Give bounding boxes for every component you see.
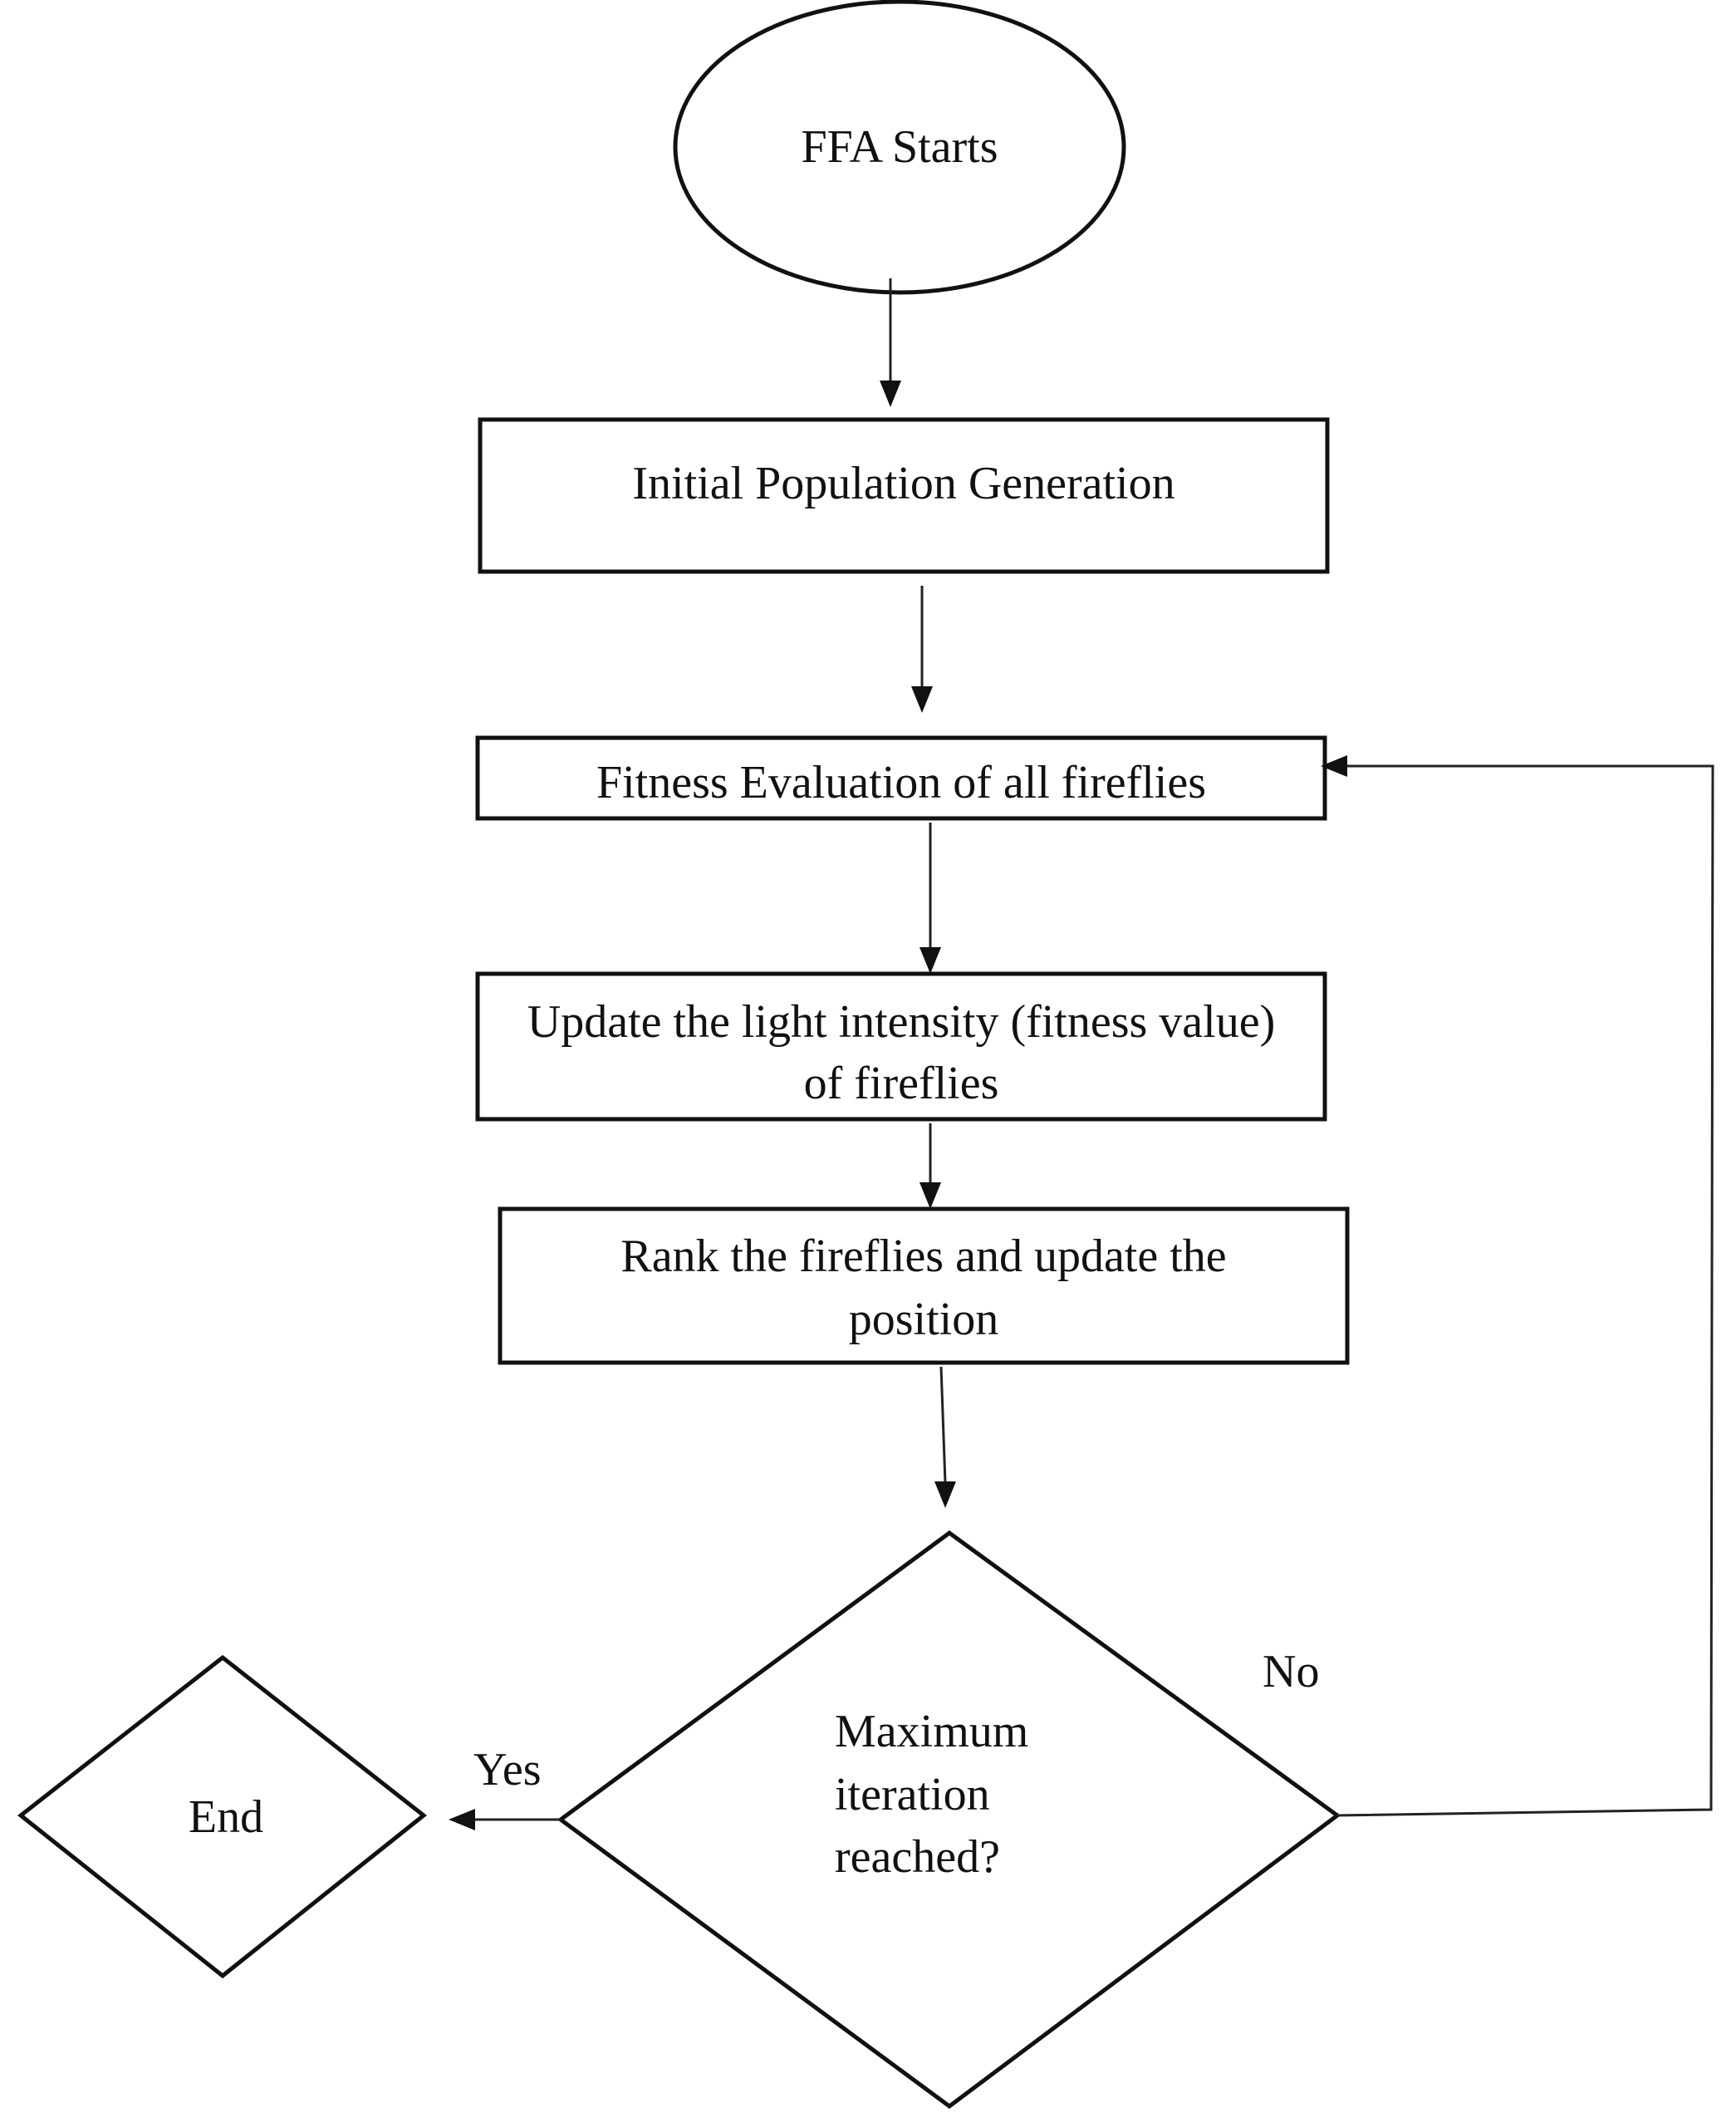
arrowhead-yes — [449, 1809, 475, 1830]
end-diamond — [17, 1654, 428, 1979]
no-label: No — [1263, 1646, 1319, 1697]
start-node — [673, 0, 1126, 295]
arrowhead-fitness-to-update — [919, 947, 941, 974]
rank-fireflies-label-line1: Rank the fireflies and update the — [620, 1231, 1226, 1282]
fitness-evaluation-box — [475, 735, 1327, 821]
update-light-label-line2: of fireflies — [804, 1058, 999, 1109]
arrow-rank-to-decision — [939, 1366, 947, 1484]
no-loop-connector — [1336, 764, 1714, 1817]
start-label: FFA Starts — [801, 121, 998, 173]
init-population-label: Initial Population Generation — [632, 458, 1174, 509]
fitness-evaluation-label: Fitness Evaluation of all fireflies — [596, 757, 1206, 808]
arrowhead-no-loop — [1321, 755, 1347, 777]
rank-fireflies-label-line2: position — [849, 1294, 998, 1345]
decision-label-line1: Maximum — [835, 1706, 1028, 1757]
end-label: End — [189, 1791, 263, 1843]
yes-label: Yes — [473, 1744, 541, 1795]
decision-label-line3: reached? — [835, 1831, 1000, 1883]
arrowhead-update-to-rank — [919, 1182, 941, 1209]
decision-label-line2: iteration — [835, 1769, 990, 1820]
rank-fireflies-box — [498, 1206, 1350, 1365]
init-population-box — [478, 417, 1330, 574]
update-light-box — [475, 971, 1327, 1122]
decision-diamond — [557, 1530, 1341, 2110]
arrowhead-rank-to-decision — [934, 1481, 956, 1508]
update-light-label-line1: Update the light intensity (fitness valu… — [527, 996, 1275, 1048]
arrowhead-init-to-fitness — [911, 686, 933, 713]
arrowhead-start-to-init — [880, 381, 901, 407]
